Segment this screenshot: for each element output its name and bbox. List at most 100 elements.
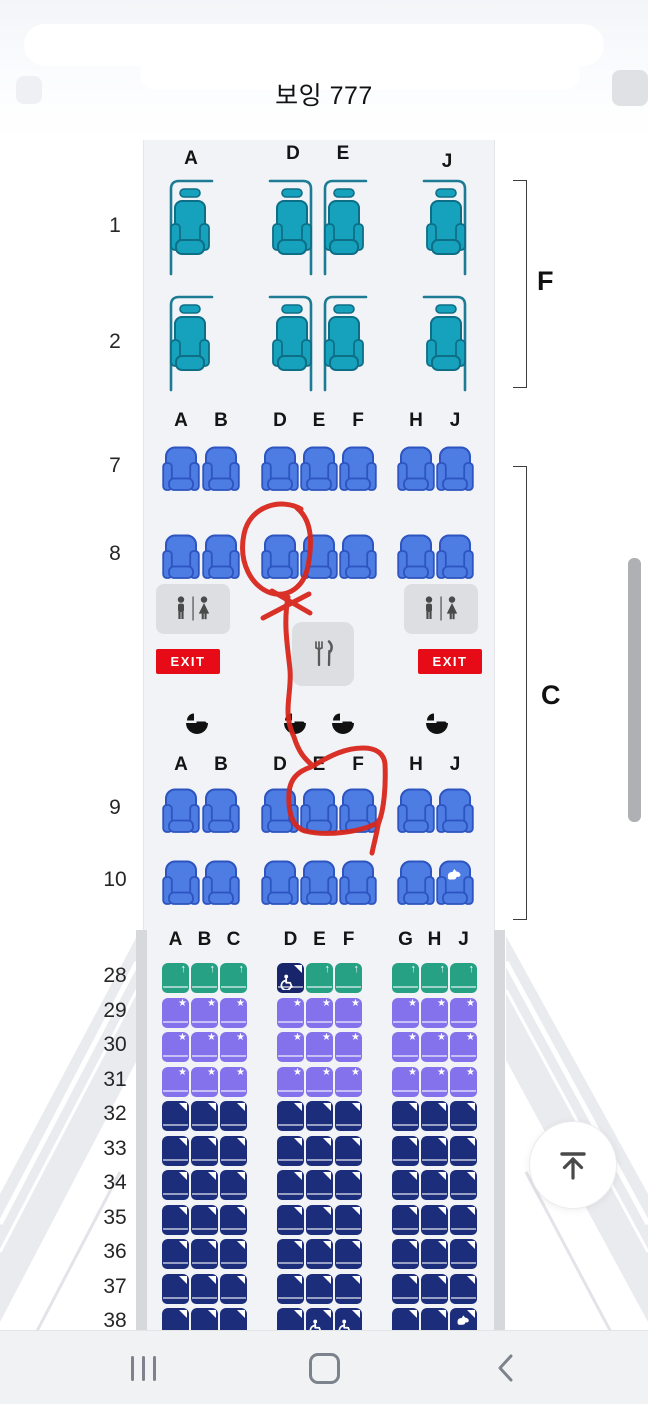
seat-28J[interactable]: ↑	[450, 963, 477, 993]
seat-10A[interactable]	[162, 860, 200, 911]
seat-29B[interactable]: ★	[191, 997, 218, 1028]
seat-34F[interactable]	[335, 1170, 362, 1200]
seat-28H[interactable]: ↑	[421, 963, 448, 993]
seat-31E[interactable]: ★	[306, 1066, 333, 1097]
seat-10D[interactable]	[261, 860, 299, 911]
recents-button[interactable]	[83, 1331, 203, 1404]
seat-9F[interactable]	[339, 788, 377, 839]
seat-30C[interactable]: ★	[220, 1032, 247, 1062]
seat-31J[interactable]: ★	[450, 1066, 477, 1097]
seat-32J[interactable]	[450, 1101, 477, 1131]
seat-34J[interactable]	[450, 1170, 477, 1200]
seat-35J[interactable]	[450, 1204, 477, 1235]
seat-8F[interactable]	[339, 534, 377, 585]
seat-35G[interactable]	[392, 1204, 419, 1235]
seat-35B[interactable]	[191, 1204, 218, 1235]
seat-29G[interactable]: ★	[392, 997, 419, 1028]
seat-28D[interactable]	[277, 963, 304, 993]
seat-32F[interactable]	[335, 1101, 362, 1131]
seat-33A[interactable]	[162, 1135, 189, 1166]
scrollbar-thumb[interactable]	[628, 558, 641, 822]
seat-8H[interactable]	[397, 534, 435, 585]
seat-37B[interactable]	[191, 1273, 218, 1304]
seat-33D[interactable]	[277, 1135, 304, 1166]
seat-34C[interactable]	[220, 1170, 247, 1200]
seat-33C[interactable]	[220, 1135, 247, 1166]
seat-33G[interactable]	[392, 1135, 419, 1166]
seat-10H[interactable]	[397, 860, 435, 911]
seat-8E[interactable]	[300, 534, 338, 585]
seat-7A[interactable]	[162, 446, 200, 497]
seat-2A[interactable]	[166, 288, 214, 407]
seat-34G[interactable]	[392, 1170, 419, 1200]
home-button[interactable]	[264, 1331, 384, 1404]
seat-36B[interactable]	[191, 1239, 218, 1269]
seat-34D[interactable]	[277, 1170, 304, 1200]
seat-8J[interactable]	[436, 534, 474, 585]
seat-29H[interactable]: ★	[421, 997, 448, 1028]
seat-35E[interactable]	[306, 1204, 333, 1235]
seat-9H[interactable]	[397, 788, 435, 839]
seat-29F[interactable]: ★	[335, 997, 362, 1028]
seat-10J[interactable]	[436, 860, 474, 911]
seat-36C[interactable]	[220, 1239, 247, 1269]
seat-28F[interactable]: ↑	[335, 963, 362, 993]
seat-36G[interactable]	[392, 1239, 419, 1269]
seat-29E[interactable]: ★	[306, 997, 333, 1028]
seat-30E[interactable]: ★	[306, 1032, 333, 1062]
seat-34B[interactable]	[191, 1170, 218, 1200]
seat-28G[interactable]: ↑	[392, 963, 419, 993]
seat-29J[interactable]: ★	[450, 997, 477, 1028]
seat-35A[interactable]	[162, 1204, 189, 1235]
seat-31A[interactable]: ★	[162, 1066, 189, 1097]
seat-10F[interactable]	[339, 860, 377, 911]
seat-36J[interactable]	[450, 1239, 477, 1269]
seat-28B[interactable]: ↑	[191, 963, 218, 993]
seat-35H[interactable]	[421, 1204, 448, 1235]
seat-30G[interactable]: ★	[392, 1032, 419, 1062]
seat-31D[interactable]: ★	[277, 1066, 304, 1097]
seat-8B[interactable]	[202, 534, 240, 585]
seat-36A[interactable]	[162, 1239, 189, 1269]
seat-35D[interactable]	[277, 1204, 304, 1235]
seat-31H[interactable]: ★	[421, 1066, 448, 1097]
seat-7J[interactable]	[436, 446, 474, 497]
seat-2J[interactable]	[422, 288, 470, 407]
seat-35F[interactable]	[335, 1204, 362, 1235]
seat-9E[interactable]	[300, 788, 338, 839]
seat-2D[interactable]	[268, 288, 316, 407]
seat-28C[interactable]: ↑	[220, 963, 247, 993]
seat-30A[interactable]: ★	[162, 1032, 189, 1062]
seat-30H[interactable]: ★	[421, 1032, 448, 1062]
seat-8A[interactable]	[162, 534, 200, 585]
seat-9J[interactable]	[436, 788, 474, 839]
seat-36F[interactable]	[335, 1239, 362, 1269]
seat-37J[interactable]	[450, 1273, 477, 1304]
seat-10B[interactable]	[202, 860, 240, 911]
seat-8D[interactable]	[261, 534, 299, 585]
seat-32D[interactable]	[277, 1101, 304, 1131]
seat-36H[interactable]	[421, 1239, 448, 1269]
seat-1A[interactable]	[166, 172, 214, 291]
seat-31F[interactable]: ★	[335, 1066, 362, 1097]
seat-28E[interactable]: ↑	[306, 963, 333, 993]
seat-1E[interactable]	[320, 172, 368, 291]
scroll-to-top-button[interactable]	[529, 1121, 617, 1209]
seat-10E[interactable]	[300, 860, 338, 911]
seat-1D[interactable]	[268, 172, 316, 291]
seat-9B[interactable]	[202, 788, 240, 839]
seat-33H[interactable]	[421, 1135, 448, 1166]
seat-34A[interactable]	[162, 1170, 189, 1200]
seat-9D[interactable]	[261, 788, 299, 839]
seat-32H[interactable]	[421, 1101, 448, 1131]
seat-9A[interactable]	[162, 788, 200, 839]
seat-33F[interactable]	[335, 1135, 362, 1166]
seat-33J[interactable]	[450, 1135, 477, 1166]
seat-31G[interactable]: ★	[392, 1066, 419, 1097]
seat-37H[interactable]	[421, 1273, 448, 1304]
seat-34H[interactable]	[421, 1170, 448, 1200]
seat-7D[interactable]	[261, 446, 299, 497]
seat-37D[interactable]	[277, 1273, 304, 1304]
seat-35C[interactable]	[220, 1204, 247, 1235]
seat-37E[interactable]	[306, 1273, 333, 1304]
